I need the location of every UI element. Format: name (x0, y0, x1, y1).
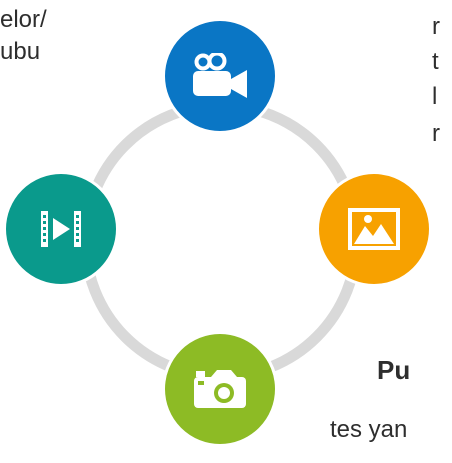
right-text-line-2: t (432, 48, 439, 75)
top-left-text-line-1: elor/ (0, 6, 47, 33)
photo-camera-node (162, 331, 278, 447)
photo-camera-icon (194, 370, 246, 408)
video-camera-node (162, 18, 278, 134)
video-camera-icon (193, 53, 247, 98)
right-text-line-3: l (432, 83, 438, 110)
video-play-node (3, 171, 119, 287)
top-left-text-line-2: ubu (0, 38, 41, 65)
video-play-icon (41, 211, 81, 247)
right-text-line-4: r (432, 120, 440, 147)
right-text-line-1: r (432, 13, 440, 40)
bottom-right-text-fragment: tes yan (330, 416, 408, 443)
image-icon (348, 208, 400, 250)
image-node (316, 171, 432, 287)
right-heading-fragment: Pu (377, 355, 411, 385)
